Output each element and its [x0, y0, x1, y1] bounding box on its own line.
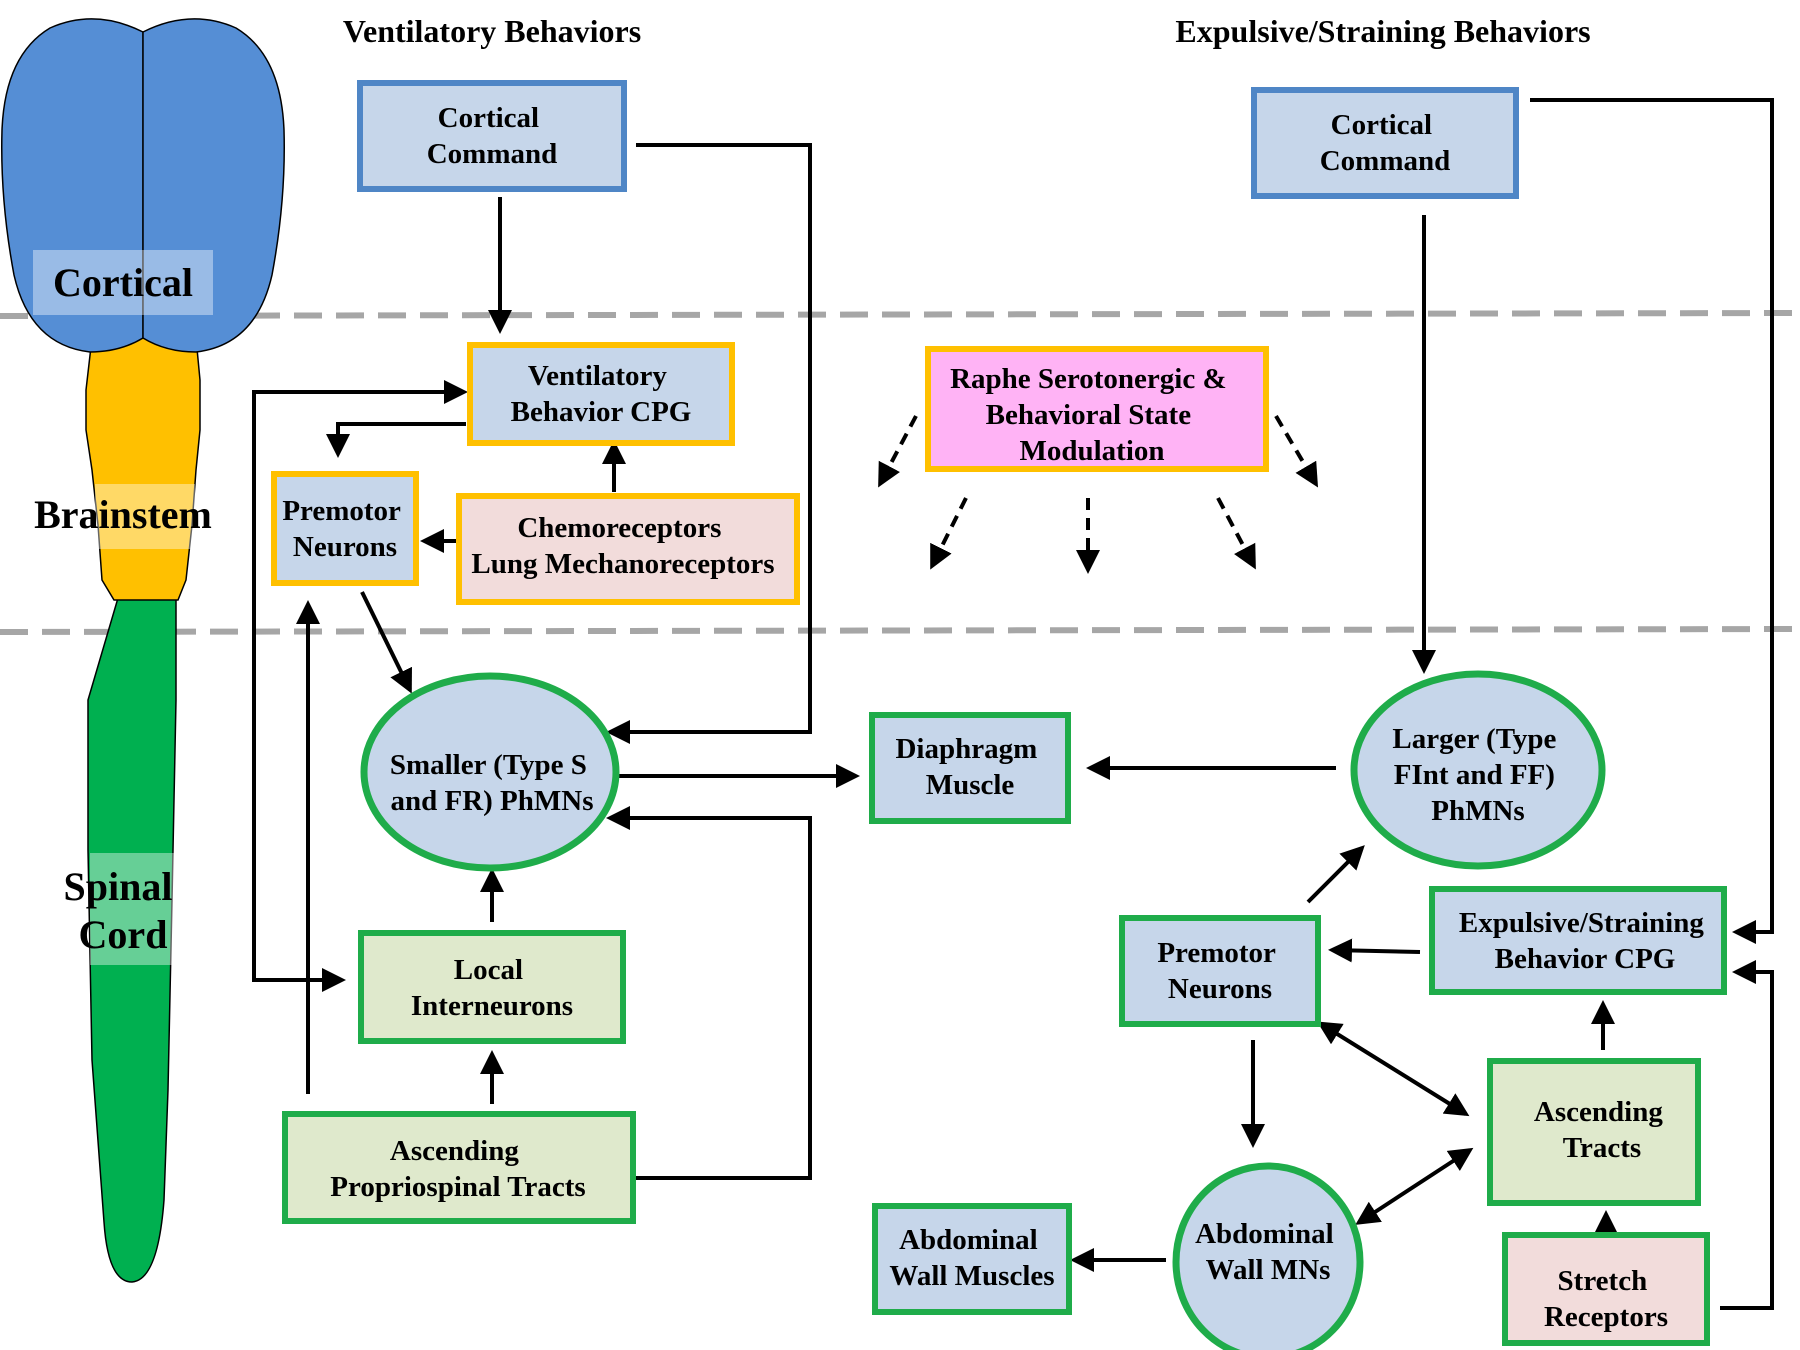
- node-expulsive-premotor-neurons: Premotor Neurons: [1119, 915, 1321, 1027]
- svg-text:Chemoreceptors Lung Mech: Chemoreceptors Lung Mechanoreceptors: [471, 512, 774, 580]
- svg-text:Ascending Propriospinal: Ascending Propriospinal Tracts: [330, 1135, 585, 1203]
- edge-raphe-mod-2: [930, 497, 968, 570]
- node-local-interneurons: Local Interneurons: [358, 930, 626, 1044]
- svg-text:Expulsive/Straining Beha: Expulsive/Straining Behavior CPG: [1459, 907, 1711, 975]
- node-ascending-tracts: Ascending Tracts: [1487, 1058, 1701, 1206]
- region-label-cortical: Cortical: [53, 260, 193, 305]
- edge-stretch-to-ecpg: [1720, 960, 1774, 1310]
- brainstem-shape: [85, 337, 201, 601]
- edge-vcpg-local-loop: [252, 380, 468, 992]
- edges: [252, 98, 1774, 1310]
- edge-raphe-mod-1: [878, 415, 918, 488]
- cortical-brainstem-divider: [0, 310, 1800, 319]
- heading-ventilatory: Ventilatory Behaviors: [343, 13, 641, 49]
- heading-expulsive: Expulsive/Straining Behaviors: [1175, 13, 1590, 49]
- node-expulsive-straining-cpg: Expulsive/Straining Behavior CPG: [1429, 886, 1727, 995]
- edge-ecpg-to-epremotor: [1328, 938, 1421, 963]
- svg-text:Ascending Tracts: Ascending Tracts: [1534, 1096, 1670, 1164]
- svg-text:Cortical Command: Cortical Command: [1320, 109, 1451, 177]
- edge-vpremotor-to-smaller: [360, 591, 412, 694]
- edge-vascending-to-smaller: [606, 806, 812, 1180]
- node-smaller-phmns: Smaller (Type S and FR) PhMNs: [360, 672, 620, 872]
- svg-text:Larger (Type FInt and FF: Larger (Type FInt and FF) PhMNs: [1392, 723, 1563, 827]
- cns-anatomy-figure: [1, 18, 285, 1283]
- edge-vcortical-to-smaller: [606, 143, 812, 744]
- node-ventilatory-behavior-cpg: Ventilatory Behavior CPG: [467, 342, 735, 446]
- node-ventilatory-cortical-command: Cortical Command: [357, 80, 627, 192]
- edge-vcpg-to-vpremotor: [326, 422, 466, 458]
- brainstem-spinal-divider: [0, 626, 1800, 635]
- edge-abdmns-eascending: [1355, 1147, 1474, 1225]
- svg-text:Cortical Command: Cortical Command: [427, 102, 558, 170]
- node-chemoreceptors: Chemoreceptors Lung Mechanoreceptors: [456, 493, 800, 605]
- node-abdominal-wall-mns: Abdominal Wall MNs: [1172, 1162, 1364, 1350]
- svg-text:Raphe Serotonergic & Beh: Raphe Serotonergic & Behavioral State Mo…: [950, 363, 1234, 467]
- edge-ecortical-to-ecpg: [1530, 98, 1774, 944]
- svg-text:Diaphragm Muscle: Diaphragm Muscle: [895, 733, 1044, 801]
- edge-epremotor-eascending: [1317, 1021, 1470, 1117]
- svg-text:Local Interneurons: Local Interneurons: [411, 954, 573, 1022]
- region-label-brainstem: Brainstem: [34, 492, 212, 537]
- svg-text:Premotor Neurons: Premotor Neurons: [282, 495, 407, 563]
- svg-text:Abdominal Wall MNs: Abdominal Wall MNs: [1195, 1218, 1341, 1286]
- svg-text:Smaller (Type S and FR): Smaller (Type S and FR) PhMNs: [390, 749, 594, 817]
- edge-epremotor-to-larger: [1306, 845, 1365, 904]
- node-diaphragm-muscle: Diaphragm Muscle: [869, 712, 1071, 824]
- node-expulsive-cortical-command: Cortical Command: [1251, 87, 1519, 199]
- svg-text:Premotor Neurons: Premotor Neurons: [1157, 937, 1282, 1005]
- edge-raphe-mod-5: [1274, 414, 1319, 488]
- node-ascending-propriospinal-tracts: Ascending Propriospinal Tracts: [282, 1111, 636, 1224]
- node-larger-phmns: Larger (Type FInt and FF) PhMNs: [1350, 670, 1606, 870]
- edge-raphe-mod-4: [1216, 497, 1256, 570]
- region-label-spinal: Spinal Cord: [64, 864, 183, 957]
- spinal-cord-shape: [87, 597, 177, 1283]
- svg-text:Ventilatory Behavior CPG: Ventilatory Behavior CPG: [511, 360, 692, 428]
- svg-text:Stretch Receptors: Stretch Receptors: [1544, 1265, 1668, 1333]
- right-hemisphere: [142, 18, 285, 353]
- left-hemisphere: [1, 18, 144, 353]
- node-ventilatory-premotor-neurons: Premotor Neurons: [271, 471, 419, 586]
- node-raphe-serotonergic: Raphe Serotonergic & Behavioral State Mo…: [925, 346, 1269, 472]
- node-abdominal-wall-muscles: Abdominal Wall Muscles: [872, 1203, 1072, 1315]
- node-stretch-receptors: Stretch Receptors: [1502, 1232, 1710, 1346]
- svg-text:Abdominal Wall Muscles: Abdominal Wall Muscles: [889, 1224, 1054, 1292]
